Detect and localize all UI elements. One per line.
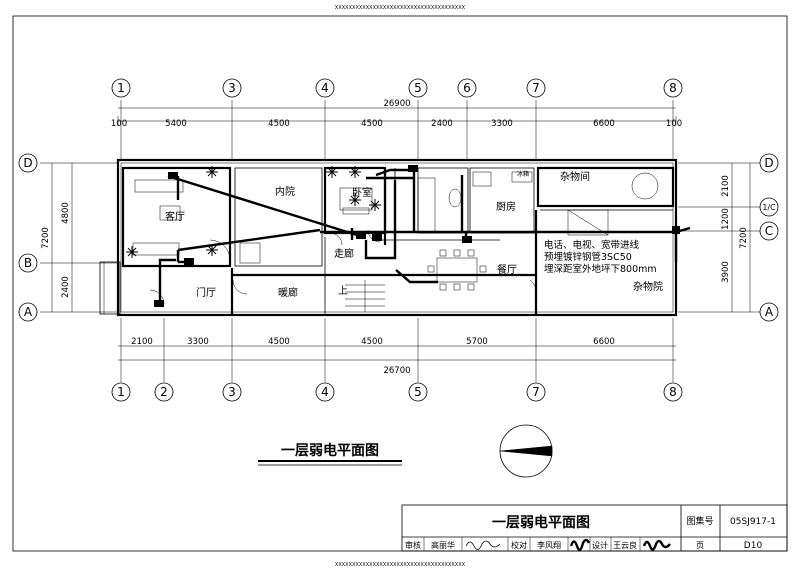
reviewer-signature — [465, 540, 501, 550]
bottom-axis-3: 3 — [228, 385, 236, 399]
bottom-axis-5: 5 — [414, 385, 422, 399]
weak-current-outlets — [154, 165, 680, 307]
left-total-dim: 7200 — [41, 227, 51, 249]
page-label: 页 — [696, 541, 704, 550]
left-axis-A: A — [24, 305, 33, 319]
designer-signature — [642, 539, 671, 551]
top-axis-1: 1 — [117, 81, 125, 95]
right-axis-C: C — [765, 224, 773, 238]
stair-up-label: 上 — [338, 285, 348, 297]
room-corridor: 走廊 — [334, 247, 354, 260]
review-label: 审核 — [405, 540, 421, 550]
left-dim-1: 4800 — [61, 202, 71, 224]
top-dim-3: 4500 — [268, 119, 290, 129]
top-total-dim: 26900 — [383, 99, 410, 109]
right-dim-2: 1200 — [721, 208, 731, 230]
drawing-title: 一层弱电平面图 — [281, 442, 379, 459]
left-axis-bubbles — [18, 153, 38, 322]
left-axis-D: D — [23, 156, 32, 170]
room-storage: 杂物间 — [560, 170, 590, 183]
room-warm-gallery: 暖廊 — [278, 286, 298, 299]
top-axis-5: 5 — [414, 81, 422, 95]
atlas-label: 图集号 — [686, 515, 713, 527]
bottom-dim-3: 4500 — [268, 337, 290, 347]
checker-name: 李风翔 — [537, 540, 561, 550]
room-kitchen: 厨房 — [496, 200, 516, 213]
bottom-axis-2: 2 — [160, 385, 168, 399]
top-axis-4: 4 — [321, 81, 329, 95]
left-axis-B: B — [24, 256, 32, 270]
top-axis-bubbles — [111, 78, 683, 98]
check-label: 校对 — [511, 540, 527, 550]
building-walls — [99, 158, 678, 317]
designer-name: 王云良 — [613, 540, 637, 550]
right-axis-1C: 1/C — [762, 203, 776, 212]
page-number: D10 — [744, 541, 763, 551]
room-dining: 餐厅 — [497, 263, 517, 276]
room-inner-court: 内院 — [275, 185, 295, 198]
room-living: 客厅 — [165, 210, 185, 223]
watermark-top: XXXXXXXXXXXXXXXXXXXXXXXXXXXXXXXXXXXXXX — [335, 5, 466, 11]
fridge-label: 冰箱 — [517, 170, 529, 178]
right-axis-A: A — [765, 305, 774, 319]
right-dim-1: 2100 — [721, 175, 731, 197]
top-dim-7: 6600 — [593, 119, 615, 129]
furniture — [132, 171, 533, 291]
bottom-dim-6: 6600 — [593, 337, 615, 347]
top-axis-6: 6 — [463, 81, 471, 95]
right-dimension-lines — [678, 162, 760, 313]
sheet-border — [12, 15, 788, 552]
reviewer-name: 高丽华 — [431, 540, 455, 550]
note-line-2: 预埋镀锌钢管3SC50 — [544, 251, 632, 263]
top-dim-6: 3300 — [491, 119, 513, 129]
design-label: 设计 — [592, 540, 608, 550]
top-axis-8: 8 — [669, 81, 677, 95]
left-dim-2: 2400 — [61, 276, 71, 298]
right-axis-bubbles — [759, 153, 779, 322]
bottom-dim-5: 5700 — [466, 337, 488, 347]
room-yard: 杂物院 — [633, 280, 663, 293]
top-dim-8: 100 — [666, 119, 682, 129]
room-bedroom: 卧室 — [352, 186, 372, 199]
north-arrow-icon — [499, 424, 553, 478]
atlas-number: 05SJ917-1 — [730, 517, 776, 527]
top-axis-3: 3 — [228, 81, 236, 95]
title-block-title: 一层弱电平面图 — [492, 514, 590, 531]
watermark-bottom: XXXXXXXXXXXXXXXXXXXXXXXXXXXXXXXXXXXXXX — [335, 562, 466, 568]
right-dim-3: 3900 — [721, 261, 731, 283]
right-axis-D: D — [764, 156, 773, 170]
top-dim-5: 2400 — [431, 119, 453, 129]
room-vestibule: 门厅 — [196, 286, 216, 299]
note-line-3: 埋深距室外地坪下800mm — [544, 263, 657, 275]
bottom-axis-bubbles — [111, 382, 683, 402]
light-fixture-symbols — [126, 166, 381, 258]
right-total-dim: 7200 — [739, 227, 749, 249]
weak-current-wiring — [158, 168, 691, 305]
bottom-dim-2: 3300 — [187, 337, 209, 347]
note-line-1: 电话、电视、宽带进线 — [544, 239, 640, 251]
bottom-axis-1: 1 — [117, 385, 125, 399]
left-dimension-lines — [40, 162, 118, 313]
bottom-dim-4: 4500 — [361, 337, 383, 347]
bottom-total-dim: 26700 — [383, 366, 410, 376]
title-block-frame — [401, 504, 788, 552]
bottom-dim-1: 2100 — [131, 337, 153, 347]
top-axis-7: 7 — [532, 81, 540, 95]
top-dim-1: 100 — [111, 119, 127, 129]
top-dimension-lines — [117, 100, 677, 160]
bottom-axis-8: 8 — [669, 385, 677, 399]
top-dim-2: 5400 — [165, 119, 187, 129]
bottom-axis-7: 7 — [532, 385, 540, 399]
checker-signature — [569, 538, 591, 551]
bottom-dimension-lines — [118, 318, 676, 382]
bottom-axis-4: 4 — [321, 385, 329, 399]
top-dim-4: 4500 — [361, 119, 383, 129]
